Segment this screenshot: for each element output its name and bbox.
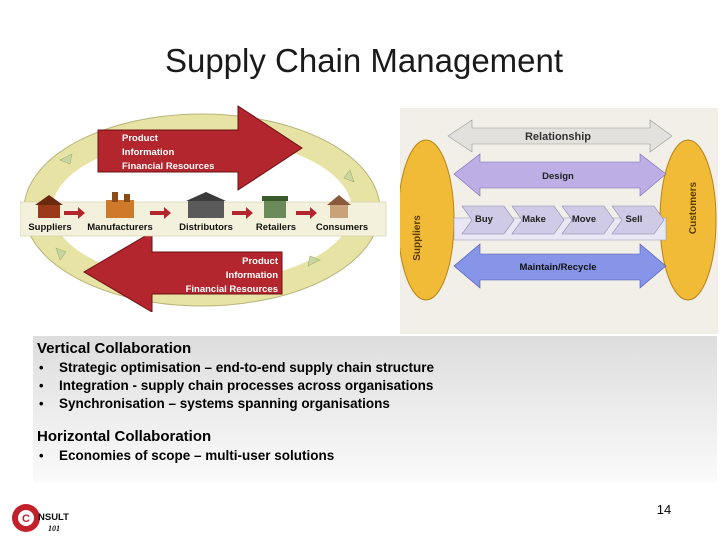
bullet-glyph: • <box>39 396 44 411</box>
design-arrow <box>453 153 667 197</box>
design-label: Design <box>542 171 574 182</box>
customers-label: Customers <box>688 181 699 234</box>
ring-arrow <box>343 169 355 183</box>
vertical-bullet-list: • Strategic optimisation – end-to-end su… <box>37 360 713 411</box>
chain-node-label: Distributors <box>179 222 233 233</box>
chain-arrows <box>64 207 317 219</box>
list-item: • Economies of scope – multi-user soluti… <box>37 448 713 463</box>
maintain-label: Maintain/Recycle <box>519 262 596 273</box>
step-chevron <box>511 205 565 235</box>
logo-number: 101 <box>48 524 60 533</box>
step-label: Move <box>572 214 596 225</box>
logo-letter: C <box>22 513 30 525</box>
vertical-collaboration-heading: Vertical Collaboration <box>37 340 192 357</box>
supply-chain-relationship-diagram: Suppliers Customers Relationship Design … <box>400 108 718 334</box>
step-chevron <box>611 205 665 235</box>
relationship-arrow <box>447 119 673 153</box>
ring-arrow <box>59 153 73 165</box>
chain-node-label: Consumers <box>316 222 368 233</box>
top-arrow-label: Financial Resources <box>122 161 214 172</box>
bullet-text: Strategic optimisation – end-to-end supp… <box>59 360 435 375</box>
bullet-text: Integration - supply chain processes acr… <box>59 378 434 393</box>
maintain-arrow <box>453 243 667 289</box>
list-item: • Integration - supply chain processes a… <box>37 378 713 393</box>
top-arrow-label: Product <box>122 133 159 144</box>
chain-node-label: Retailers <box>256 222 296 233</box>
step-label: Make <box>522 214 546 225</box>
step-chevrons <box>461 205 665 235</box>
bottom-arrow-label: Financial Resources <box>186 284 278 295</box>
horizontal-bullet-list: • Economies of scope – multi-user soluti… <box>37 448 713 463</box>
chain-arrow <box>150 207 171 219</box>
page-title: Supply Chain Management <box>164 42 564 79</box>
bullet-glyph: • <box>39 378 44 393</box>
relationship-label: Relationship <box>525 131 591 143</box>
chain-arrow <box>64 207 85 219</box>
bullet-text: Synchronisation – systems spanning organ… <box>59 396 390 411</box>
suppliers-oval <box>400 139 455 301</box>
consult-101-logo: C NSULT 101 <box>12 504 69 533</box>
top-flow-arrow <box>97 105 303 191</box>
step-chevron <box>561 205 615 235</box>
warehouse-icon <box>186 192 226 218</box>
chain-arrow <box>296 207 317 219</box>
list-item: • Strategic optimisation – end-to-end su… <box>37 360 713 375</box>
logo-word: NSULT <box>38 512 69 523</box>
step-label: Buy <box>475 214 494 225</box>
collaboration-panel: Vertical Collaboration • Strategic optim… <box>33 336 717 482</box>
page-number: 14 <box>656 502 672 517</box>
chain-node-label: Manufacturers <box>87 222 152 233</box>
barn-icon <box>35 195 63 218</box>
bottom-arrow-label: Information <box>226 270 278 281</box>
bullet-glyph: • <box>39 448 44 463</box>
suppliers-label: Suppliers <box>412 215 423 261</box>
bottom-flow-arrow <box>83 231 283 312</box>
step-chevron <box>461 205 515 235</box>
ring-arrow <box>55 247 67 261</box>
bullet-glyph: • <box>39 360 44 375</box>
bottom-arrow-label: Product <box>242 256 279 267</box>
supply-chain-flow-diagram: Product Information Financial Resources … <box>20 105 387 312</box>
horizontal-collaboration-heading: Horizontal Collaboration <box>37 428 212 445</box>
house-icon <box>327 195 351 218</box>
step-label: Sell <box>626 214 643 225</box>
store-icon <box>262 196 288 218</box>
bullet-text: Economies of scope – multi-user solution… <box>59 448 335 463</box>
list-item: • Synchronisation – systems spanning org… <box>37 396 713 411</box>
ring-arrow <box>307 255 321 267</box>
top-arrow-label: Information <box>122 147 174 158</box>
chain-arrow <box>232 207 253 219</box>
chain-node-label: Suppliers <box>28 222 71 233</box>
factory-icon <box>106 192 134 218</box>
